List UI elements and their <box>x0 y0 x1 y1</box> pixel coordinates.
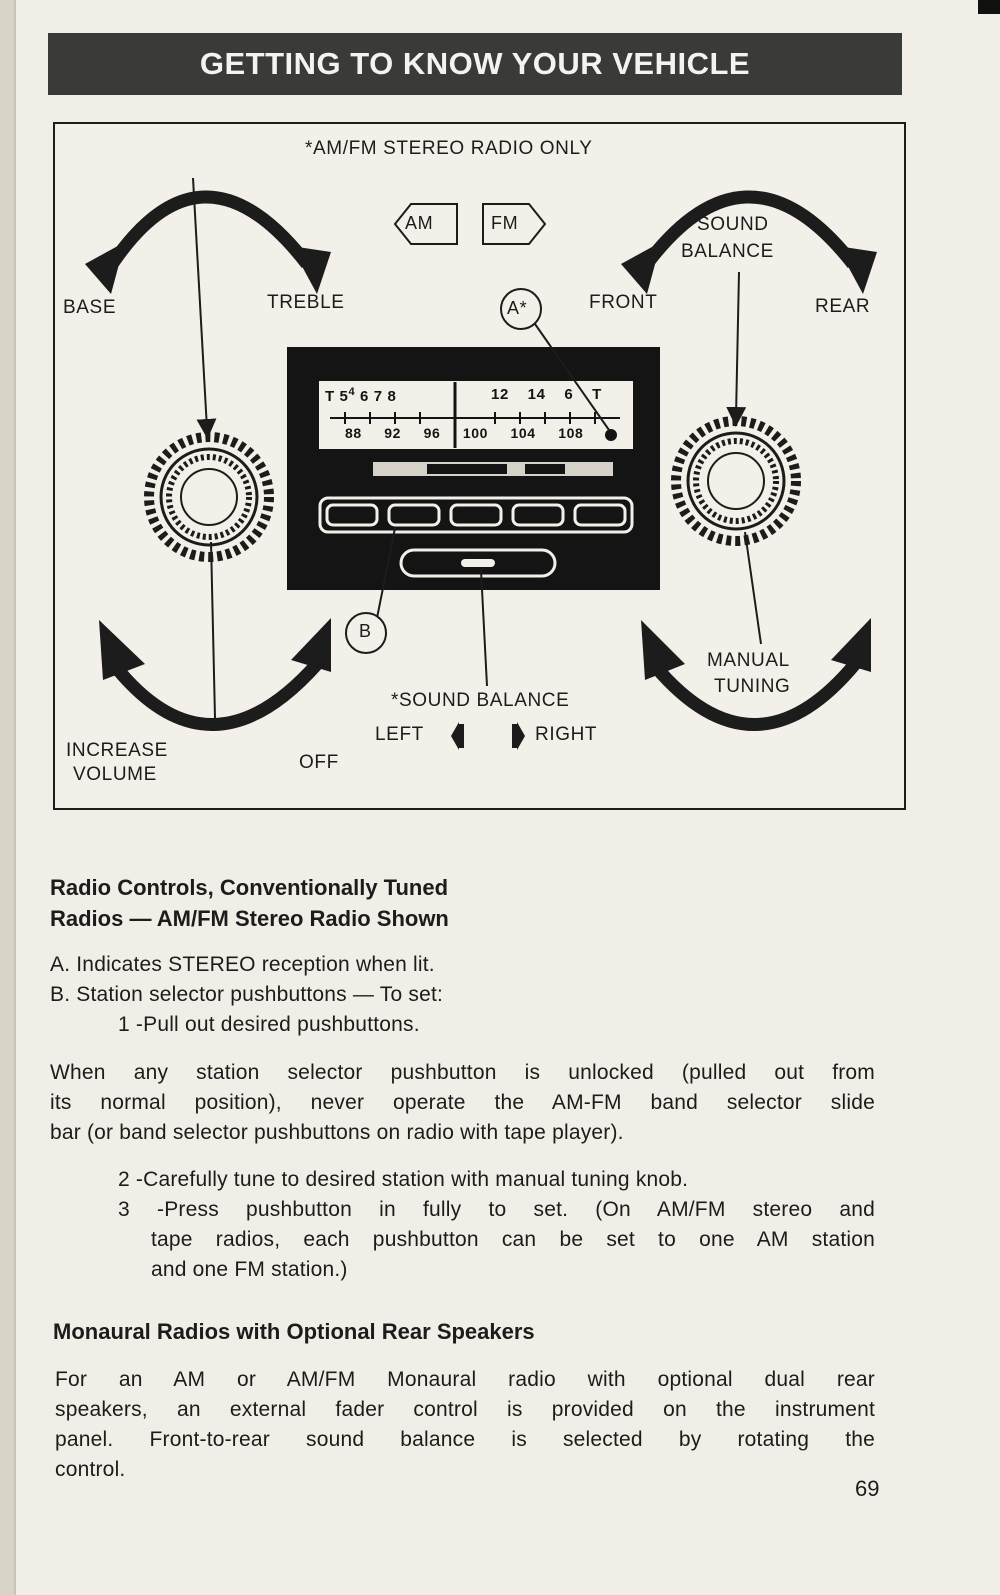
callout-a-label: A* <box>507 298 528 318</box>
page-corner-shadow <box>978 0 1000 14</box>
step-3-line2: tape radios, each pushbutton can be set … <box>151 1228 875 1251</box>
radio-diagram-graphic <box>85 177 877 750</box>
warning-line3: bar (or band selector pushbuttons on rad… <box>50 1121 624 1144</box>
manual-tuning-line1: MANUAL <box>707 650 790 671</box>
volume-arrowhead-left <box>99 620 145 680</box>
warning-line1: When any station selector pushbutton is … <box>50 1061 875 1084</box>
am-button-label: AM <box>405 213 434 233</box>
warning-line2: its normal position), never operate the … <box>50 1091 875 1114</box>
step-2: 2 -Carefully tune to desired station wit… <box>118 1168 689 1191</box>
off-label: OFF <box>299 752 339 773</box>
fm-button-label: FM <box>491 213 519 233</box>
base-label: BASE <box>63 297 117 318</box>
item-b: B. Station selector pushbuttons — To set… <box>50 983 444 1006</box>
front-rear-arrow <box>635 190 859 276</box>
treble-arrowhead <box>291 246 331 294</box>
section2-line2: speakers, an external fader control is p… <box>55 1398 875 1421</box>
right-knob <box>671 416 801 546</box>
left-balance-arrowhead <box>451 722 459 750</box>
rear-label: REAR <box>815 296 871 317</box>
book-spine <box>0 0 14 1595</box>
section-header-banner: GETTING TO KNOW YOUR VEHICLE <box>48 33 902 95</box>
pushbutton-4 <box>511 503 565 527</box>
treble-label: TREBLE <box>267 292 345 313</box>
manual-tuning-line2: TUNING <box>714 676 791 697</box>
pushbutton-1 <box>325 503 379 527</box>
right-balance-arrowhead <box>517 722 525 750</box>
right-label: RIGHT <box>535 724 598 745</box>
front-arrowhead <box>621 242 661 294</box>
pushbutton-3 <box>449 503 503 527</box>
page-number: 69 <box>855 1476 880 1501</box>
section2-line4: control. <box>55 1458 126 1481</box>
sound-balance-bottom-label: *SOUND BALANCE <box>391 690 570 711</box>
section-header-title: GETTING TO KNOW YOUR VEHICLE <box>199 46 751 81</box>
increase-volume-line1: INCREASE <box>66 740 168 761</box>
section2-heading: Monaural Radios with Optional Rear Speak… <box>53 1319 535 1344</box>
dial-fm-scale: 88 92 96 100 104 108 <box>345 425 584 441</box>
tuning-arrowhead-right <box>831 618 871 672</box>
dial-top-right-marks: 12 14 6 T <box>491 386 602 403</box>
step-3-line1: 3 -Press pushbutton in fully to set. (On… <box>118 1198 875 1221</box>
rear-arrowhead <box>837 246 877 294</box>
pushbutton-5 <box>573 503 627 527</box>
tuning-arrowhead-left <box>641 620 685 680</box>
tuning-arrow <box>650 659 860 731</box>
radio-dial-window <box>319 381 633 449</box>
section1-heading-line1: Radio Controls, Conventionally Tuned <box>50 875 449 900</box>
callout-b-label: B <box>359 621 372 641</box>
volume-arrow <box>109 659 322 731</box>
sound-balance-top-line2: BALANCE <box>681 241 774 262</box>
increase-volume-line2: VOLUME <box>73 764 157 785</box>
left-label: LEFT <box>375 724 424 745</box>
section2-line1: For an AM or AM/FM Monaural radio with o… <box>55 1368 875 1391</box>
item-a: A. Indicates STEREO reception when lit. <box>50 953 435 976</box>
volume-arrowhead-right <box>291 618 331 672</box>
left-knob <box>144 432 274 562</box>
stereo-indicator-light <box>605 429 617 441</box>
base-treble-arrow <box>101 190 313 276</box>
sound-balance-top-line1: *SOUND <box>689 214 769 235</box>
callout-b-circle <box>345 612 387 654</box>
radio-diagram: *AM/FM STEREO RADIO ONLY AM FM BASE TREB… <box>53 122 906 810</box>
dial-top-left-marks: T 54 6 7 8 <box>325 386 397 405</box>
callout-a-circle <box>500 288 542 330</box>
pushbutton-2 <box>387 503 441 527</box>
am-band-arrow <box>393 203 458 245</box>
front-label: FRONT <box>589 292 658 313</box>
section2-line3: panel. Front-to-rear sound balance is se… <box>55 1428 875 1451</box>
step-3-line3: and one FM station.) <box>151 1258 348 1281</box>
step-1: 1 -Pull out desired pushbuttons. <box>118 1013 420 1036</box>
diagram-top-title: *AM/FM STEREO RADIO ONLY <box>305 138 593 159</box>
section1-heading-line2: Radios — AM/FM Stereo Radio Shown <box>50 906 449 931</box>
radio-controls-section: Radio Controls, Conventionally Tuned Rad… <box>50 872 890 934</box>
fm-band-arrow <box>482 203 547 245</box>
base-arrowhead <box>85 242 125 294</box>
